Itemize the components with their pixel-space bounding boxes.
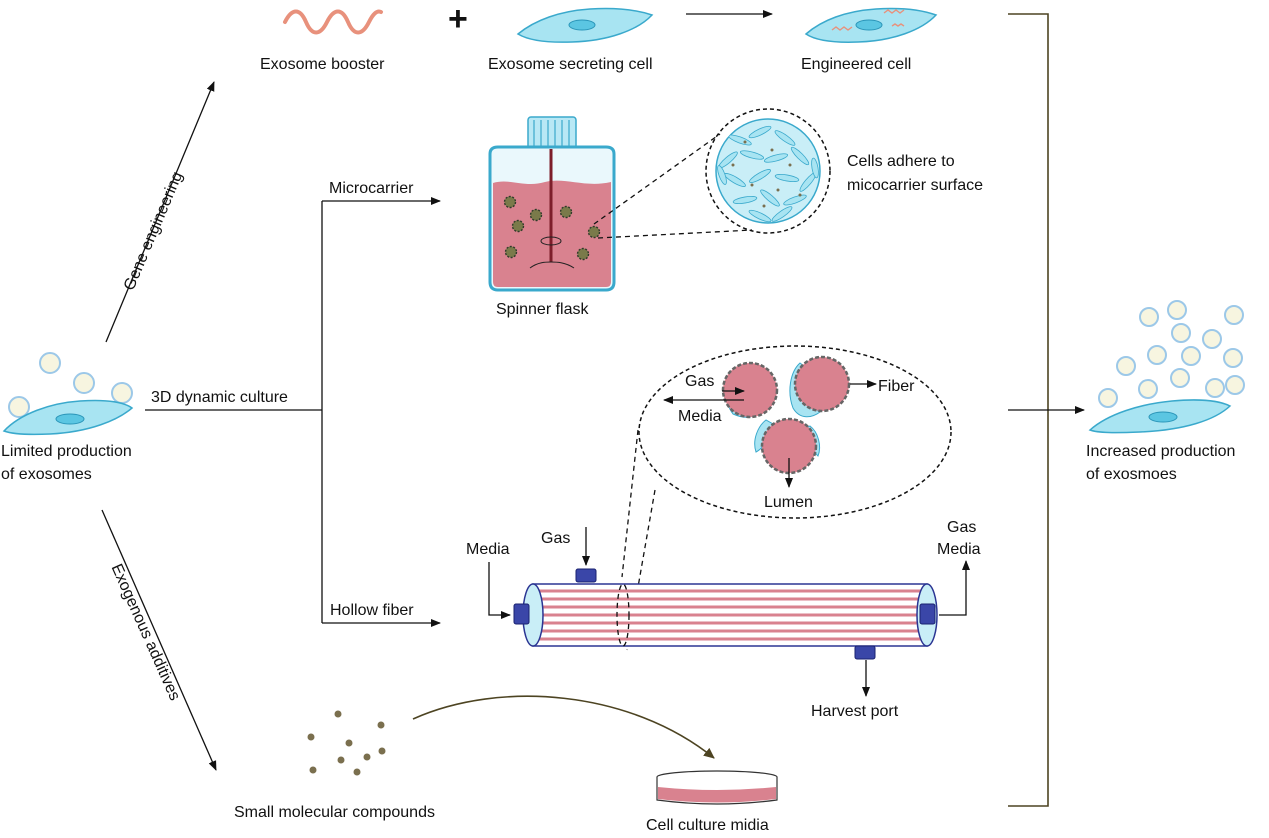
increased-cell-group	[1088, 300, 1245, 434]
media-inlet-arrow	[488, 562, 511, 619]
limited-production-label-line1: Limited production	[1, 443, 132, 460]
zoom-line-left	[621, 429, 639, 578]
outlet-arrow	[939, 560, 970, 616]
plus-sign: +	[448, 0, 468, 38]
zoom-line-bottom	[597, 229, 753, 239]
media-label: Media	[678, 408, 722, 425]
gas-inlet-label: Gas	[541, 530, 571, 547]
media-outlet-label: Media	[937, 541, 981, 558]
three-d-culture-label: 3D dynamic culture	[151, 389, 288, 406]
exosome-vesicle	[39, 352, 61, 374]
cells-adhere-label-line2: micocarrier surface	[847, 177, 984, 194]
cell-nucleus	[55, 413, 85, 425]
increased-production-label-line2: of exosmoes	[1086, 466, 1177, 483]
exosome-booster-icon	[283, 9, 383, 35]
exosome-vesicle	[8, 396, 30, 418]
hollow-fiber-magnified-icon	[638, 345, 952, 519]
microcarrier-label: Microcarrier	[329, 180, 414, 197]
microcarrier-magnified-icon	[705, 108, 831, 234]
engineered-cell-label: Engineered cell	[801, 56, 912, 73]
exosome-vesicle	[73, 372, 95, 394]
small-molecules-icon	[307, 710, 386, 776]
gas-label: Gas	[685, 373, 715, 390]
engineered-cell-icon	[804, 7, 938, 43]
spinner-flask-label: Spinner flask	[496, 301, 589, 318]
increased-production-label-line1: Increased production	[1086, 443, 1236, 460]
exosome-booster-label: Exosome booster	[260, 56, 385, 73]
spinner-flask-icon	[488, 116, 616, 292]
gas-outlet-label: Gas	[947, 519, 977, 536]
fiber-label: Fiber	[878, 378, 915, 395]
lumen-label: Lumen	[764, 494, 813, 511]
gene-engineering-arrow	[105, 81, 215, 343]
exosome-vesicle	[111, 382, 133, 404]
petri-dish-icon	[656, 770, 778, 805]
secreting-cell-top	[516, 7, 654, 43]
cells-adhere-label-line1: Cells adhere to	[847, 153, 955, 170]
hollow-fiber-label: Hollow fiber	[330, 602, 414, 619]
exosome-secreting-cell-label: Exosome secreting cell	[488, 56, 653, 73]
exogenous-additives-arrow	[101, 509, 217, 771]
hollow-fiber-cartridge-icon	[513, 568, 938, 660]
small-molecules-label: Small molecular compounds	[234, 804, 435, 821]
media-inlet-label: Media	[466, 541, 510, 558]
harvest-port-label: Harvest port	[811, 703, 899, 720]
zoom-line-top	[593, 133, 721, 225]
limited-production-label-line2: of exosomes	[1, 466, 92, 483]
cell-culture-media-label: Cell culture midia	[646, 817, 769, 834]
limited-cell-group	[2, 352, 134, 436]
compounds-to-media-arrow	[412, 695, 715, 759]
